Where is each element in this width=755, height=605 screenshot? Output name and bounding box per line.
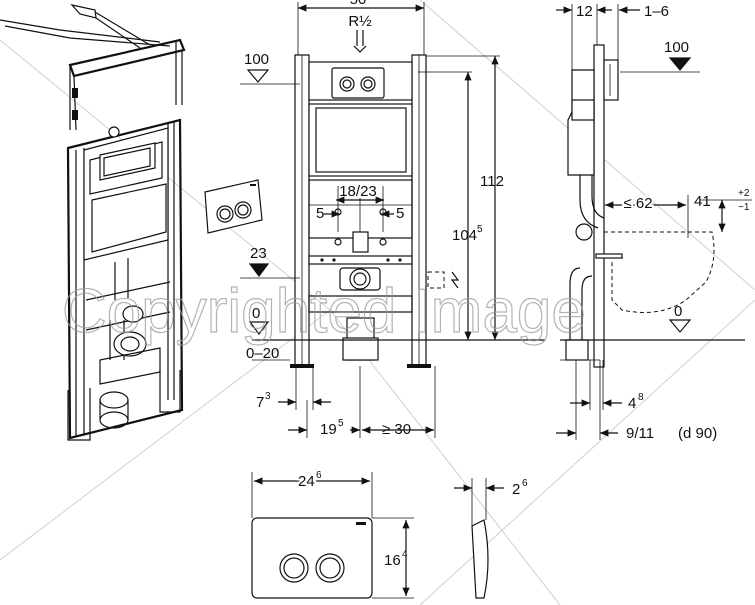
dim-41-sup-top: +2 xyxy=(738,188,750,199)
exploded-view xyxy=(0,4,263,441)
offset-right-label: 5 xyxy=(396,205,404,222)
dim-104-sup: 5 xyxy=(477,224,483,235)
dim-4-label: 4 xyxy=(628,395,636,412)
flush-plate-front: 24 6 16 4 xyxy=(251,470,414,599)
bowl-depth-label: ≤ 62 xyxy=(623,195,652,212)
plate-width-label: 24 xyxy=(298,473,315,490)
dim-41-label: 41 xyxy=(694,193,711,210)
dim-7-label: 7 xyxy=(256,394,264,411)
dim-30-label: ≥ 30 xyxy=(382,421,411,438)
level-0-label: 0 xyxy=(252,305,260,322)
watermark-text: Copyrighted Image xyxy=(62,277,586,346)
plate-height-sup: 4 xyxy=(402,549,408,560)
side-view xyxy=(560,44,745,368)
range-label: 0–20 xyxy=(246,345,279,362)
dim-112-label: 112 xyxy=(480,173,504,190)
side-dimensions: 12 1–6 100 ≤ 62 41 +2 −1 0 4 8 9/11 xyxy=(556,3,752,442)
front-dimensions: 50 R½ 100 112 104 5 18/23 5 5 23 0 xyxy=(240,0,504,438)
flush-plate-side: 2 6 xyxy=(454,478,528,599)
level-0-side-label: 0 xyxy=(674,303,682,320)
offset-left-label: 5 xyxy=(316,205,324,222)
level-100-side-label: 100 xyxy=(664,39,689,56)
d90-label: (d 90) xyxy=(678,425,717,442)
plate-width-sup: 6 xyxy=(316,470,322,481)
spacing-label: 18/23 xyxy=(339,183,377,200)
dim-4-sup: 8 xyxy=(638,392,644,403)
dim-12-label: 12 xyxy=(576,3,593,20)
dim-104-label: 104 xyxy=(452,227,477,244)
front-view xyxy=(252,54,545,368)
plate-depth-sup: 6 xyxy=(522,478,528,489)
level-100-label: 100 xyxy=(244,51,269,68)
dim-19-label: 19 xyxy=(320,421,337,438)
range-side-label: 1–6 xyxy=(644,3,669,20)
dim-9-11-label: 9/11 xyxy=(626,425,654,442)
dim-41-sup-bot: −1 xyxy=(738,202,750,213)
connection-label: R½ xyxy=(348,13,372,30)
dim-19-sup: 5 xyxy=(338,418,344,429)
dim-7-sup: 3 xyxy=(265,391,271,402)
dim-width-label: 50 xyxy=(350,0,367,8)
plate-height-label: 16 xyxy=(384,552,401,569)
level-23-label: 23 xyxy=(250,245,267,262)
plate-depth-label: 2 xyxy=(512,481,520,498)
